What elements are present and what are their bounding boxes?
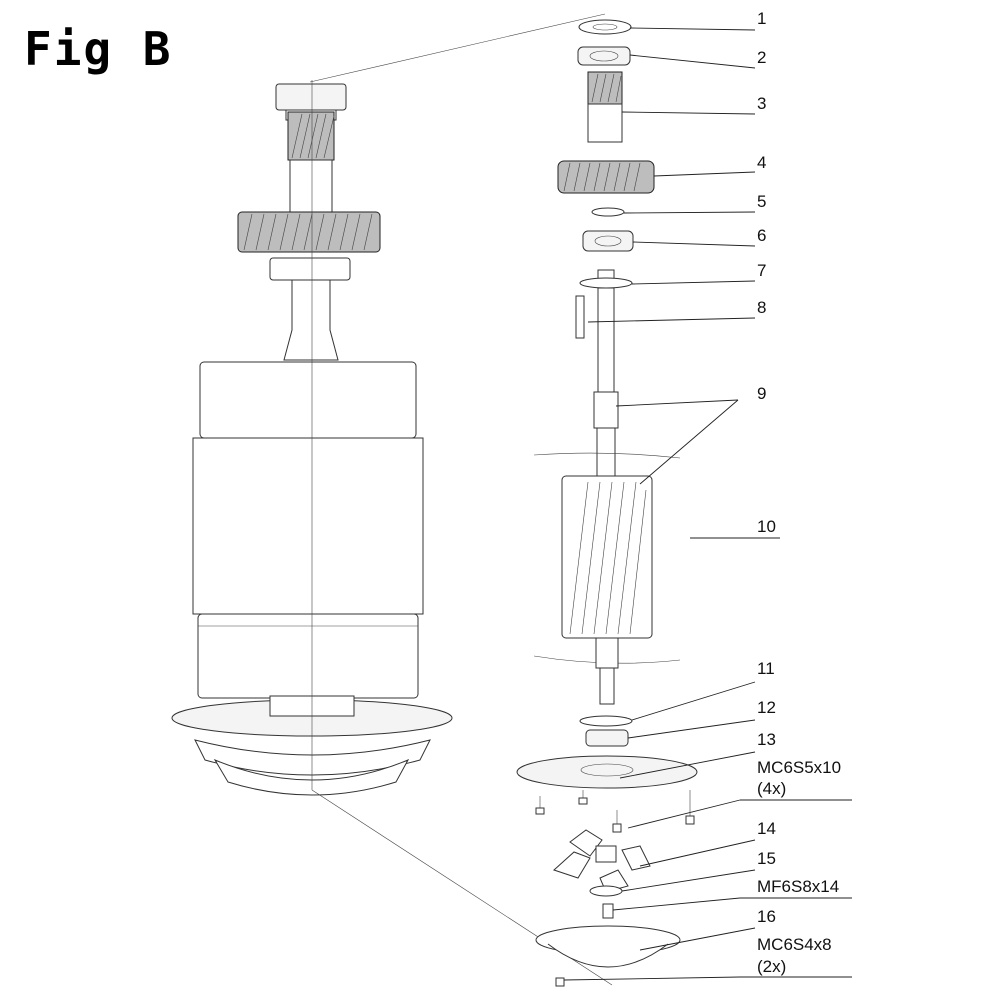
callout-9: 9 [757,384,766,403]
assembled-pinion [287,111,335,161]
assembled-upper-shaft [289,159,333,216]
part-13-end-plate [516,755,698,789]
callout-13: 13 [757,730,776,749]
motor-bottom-section [197,613,419,699]
part-10-shaft-end [599,667,615,705]
assembled-bearing-cap [275,83,347,111]
assembled-large-gear [237,211,381,253]
callout-mc6s5x10: MC6S5x10 [757,758,841,777]
part-9-shaft-mid [593,391,619,429]
callout-mc6s4x8-qty: (2x) [757,957,786,976]
part-3-shaft [587,103,623,143]
part-12-bearing [585,729,629,747]
assembled-bottom-cover [213,758,410,796]
assembled-impeller-ring [194,739,431,776]
callout-7: 7 [757,261,766,280]
callout-16: 16 [757,907,776,926]
part-9-shaft-upper [597,287,615,393]
callout-11: 11 [757,659,775,678]
motor-top-cap [199,361,417,439]
callout-mc6s4x8: MC6S4x8 [757,935,832,954]
figure-title: Fig B [24,22,173,76]
part-16-bowl [547,943,669,968]
part-4-gear [557,160,655,194]
part-2-bearing [577,46,631,66]
exploded-parts [516,19,698,987]
part-10-shaft-bottom [595,637,619,669]
screw-mc6s4x8 [555,977,565,987]
callout-labels: 1 2 3 4 5 6 7 8 9 10 11 12 13 MC6S5x10 (… [757,9,841,976]
part-3-pinion [587,71,623,105]
callout-12: 12 [757,698,776,717]
callout-2: 2 [757,48,766,67]
part-7-washer [579,277,633,289]
motor-housing [192,437,424,615]
callout-3: 3 [757,94,766,113]
part-1-washer [578,19,632,35]
callout-4: 4 [757,153,766,172]
callout-8: 8 [757,298,766,317]
part-6-bearing [582,230,634,252]
part-9-shaft-lower [596,427,616,477]
leader-lines [563,27,852,981]
assembled-shaft-taper [283,279,339,361]
part-14-impeller [553,829,651,893]
part-8-key [575,295,585,339]
assembly-leader-top [309,13,606,83]
callout-15: 15 [757,849,776,868]
callout-14: 14 [757,819,776,838]
callout-5: 5 [757,192,766,211]
callout-mf6s8x14: MF6S8x14 [757,877,839,896]
assembled-motor [171,80,453,796]
assembled-lower-bearing [269,257,351,281]
callout-mc6s5x10-qty: (4x) [757,779,786,798]
screws-mc6s5x10 [535,790,695,833]
callout-1: 1 [757,9,766,28]
callout-10: 10 [757,517,776,536]
screw-mf6s8x14 [602,903,614,919]
callout-6: 6 [757,226,766,245]
part-15-washer [589,885,623,897]
part-11-washer [579,715,633,727]
part-5-washer [591,207,625,217]
